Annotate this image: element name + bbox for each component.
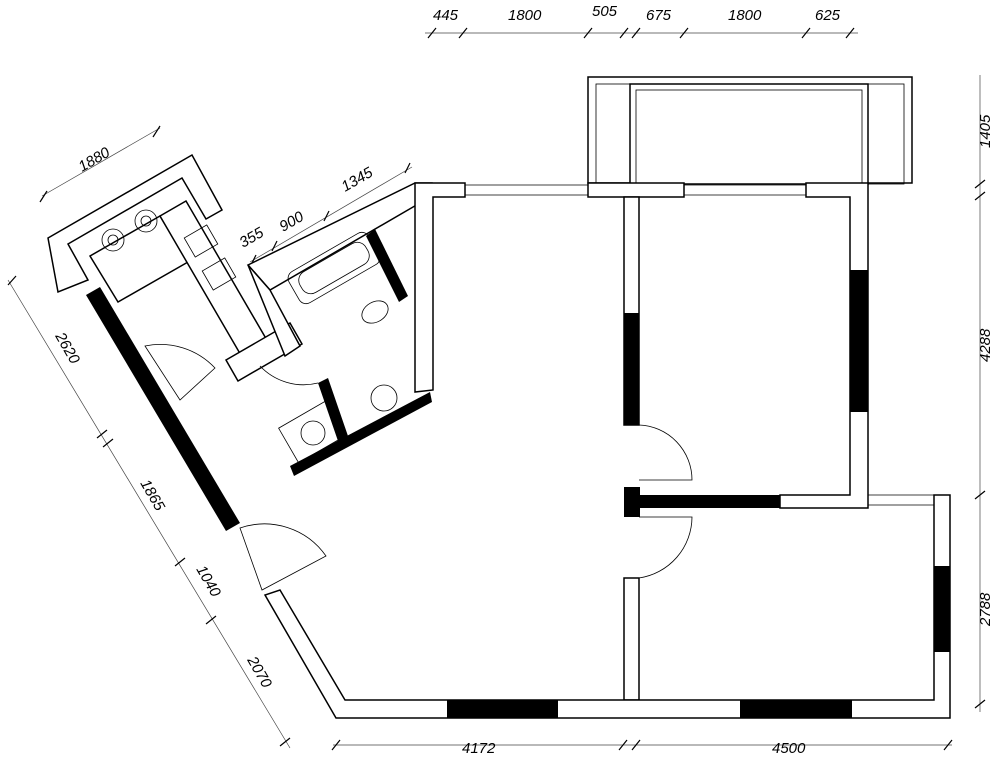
dim-left-2: 1865 <box>137 477 169 515</box>
entry-door-swing <box>239 523 327 591</box>
dim-bottom-1: 4172 <box>462 740 496 757</box>
dim-top-3: 505 <box>592 3 618 20</box>
dim-top-6: 625 <box>815 7 841 24</box>
dim-right-1: 1405 <box>977 114 994 148</box>
washbasin-icon <box>370 384 398 412</box>
sink-icon <box>201 257 237 291</box>
dim-right-3: 2788 <box>977 592 994 627</box>
dim-right-2: 4288 <box>977 328 994 362</box>
bedroom1-door-swing <box>638 424 693 481</box>
dim-top-5: 1800 <box>728 7 762 24</box>
top-dimension-line: 445 1800 505 675 1800 625 <box>425 3 858 39</box>
right-dimension-line: 1405 4288 2788 <box>974 75 994 712</box>
sink-icon <box>183 224 219 258</box>
dim-left-1: 2620 <box>51 329 83 368</box>
bottom-dimension-line: 4172 4500 <box>331 739 953 757</box>
bathroom <box>246 182 433 476</box>
dim-kitchen-1: 1880 <box>76 144 114 176</box>
washbasin-icon <box>300 420 326 446</box>
dim-top-2: 1800 <box>508 7 542 24</box>
bathroom-door-swing <box>259 365 319 386</box>
kitchen-door-swing <box>144 344 216 401</box>
toilet-icon <box>361 300 389 324</box>
dim-top-1: 445 <box>433 7 459 24</box>
gas-burner-icon <box>101 209 158 252</box>
dim-bath-1: 355 <box>237 224 268 252</box>
dim-bath-3: 1345 <box>339 164 377 196</box>
walls <box>239 182 951 719</box>
dim-bottom-2: 4500 <box>772 740 806 757</box>
dim-left-4: 2070 <box>243 653 275 692</box>
dim-top-4: 675 <box>646 7 672 24</box>
balcony <box>587 76 913 185</box>
bedroom2-door-swing <box>638 516 693 579</box>
kitchen <box>47 153 304 531</box>
